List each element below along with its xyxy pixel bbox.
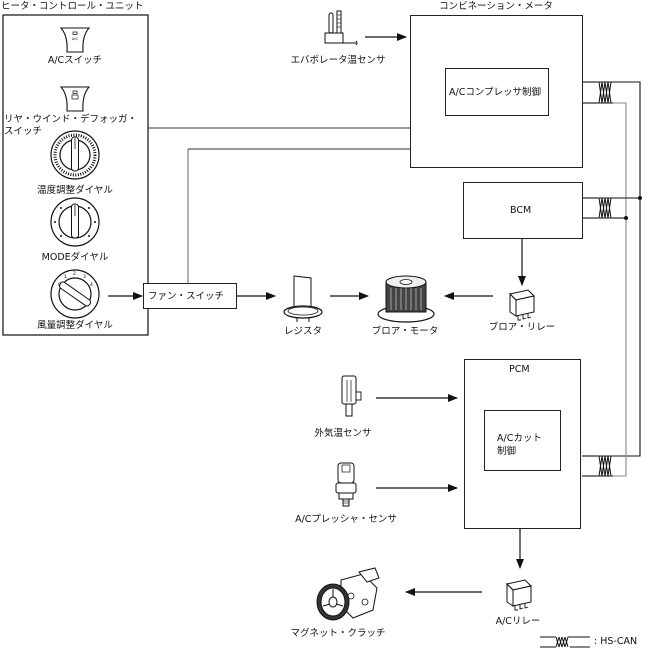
- heater-control-unit-box: [2, 14, 149, 336]
- bcm-label: BCM: [510, 205, 532, 216]
- rear-defogger-switch-label-2: スイッチ: [4, 126, 43, 137]
- combination-meter-box: [410, 15, 583, 168]
- ac-relay-icon: [506, 579, 532, 611]
- resistor-icon: [283, 275, 323, 322]
- svg-text:3: 3: [83, 274, 86, 280]
- temperature-dial-icon: [50, 130, 100, 180]
- ambient-temp-sensor-icon: [341, 375, 362, 417]
- ac-compressor-control-label: A/Cコンプレッサ制御: [449, 87, 542, 98]
- ac-pressure-sensor-label: A/Cプレッシャ・センサ: [295, 514, 397, 525]
- ac-compressor-control-box: [445, 68, 549, 116]
- svg-text:4: 4: [90, 282, 93, 288]
- svg-text:0: 0: [58, 282, 61, 288]
- resistor-label: レジスタ: [283, 326, 323, 337]
- temperature-dial-label: 温度調整ダイヤル: [37, 185, 113, 196]
- blower-relay-label: ブロア・リレー: [488, 322, 556, 333]
- ac-pressure-sensor-icon: [335, 462, 357, 507]
- ac-cut-control-label-2: 制御: [497, 446, 517, 457]
- combination-meter-title: コンビネーション・メータ: [439, 1, 553, 12]
- ac-switch-icon: A/C: [59, 27, 91, 53]
- bcm-box: [463, 182, 583, 239]
- blower-motor-icon: [377, 275, 435, 323]
- heater-control-unit-title: ヒータ・コントロール・ユニット: [1, 1, 144, 12]
- ac-cut-control-label-1: A/Cカット: [497, 433, 542, 444]
- svg-text:2: 2: [73, 271, 76, 277]
- twisted-pair-icon: [597, 455, 613, 477]
- mode-dial-icon: [50, 197, 100, 247]
- magnet-clutch-icon: [316, 567, 380, 621]
- fan-switch-label: ファン・スイッチ: [148, 291, 225, 302]
- twisted-pair-icon: [597, 81, 613, 104]
- hs-can-bus: [582, 81, 641, 477]
- blower-relay-icon: [509, 289, 535, 321]
- svg-text:1: 1: [64, 274, 67, 280]
- mode-dial-label: MODEダイヤル: [41, 252, 109, 263]
- junction-dot: [638, 196, 642, 200]
- fan-switch-box: [143, 283, 237, 309]
- fan-speed-dial-icon: 0 1 2 3 4: [50, 269, 100, 319]
- fan-speed-dial-label: 風量調整ダイヤル: [37, 320, 113, 331]
- rear-defogger-switch-icon: [59, 86, 91, 112]
- ac-cut-control-box: [484, 410, 561, 471]
- legend-hs-can-label: : HS-CAN: [594, 636, 638, 647]
- ambient-temp-sensor-label: 外気温センサ: [314, 428, 372, 439]
- pcm-box: [464, 359, 581, 529]
- ac-relay-label: A/Cリレー: [495, 616, 541, 627]
- rear-defogger-switch-label-1: リヤ・ウインド・デフォッガ・: [4, 114, 138, 125]
- pcm-title: PCM: [509, 364, 530, 375]
- evaporator-sensor-icon: [324, 10, 358, 46]
- evaporator-sensor-label: エバポレータ温センサ: [290, 55, 386, 66]
- junction-dot: [624, 216, 628, 220]
- twisted-pair-icon: [597, 197, 613, 219]
- blower-motor-label: ブロア・モータ: [371, 326, 439, 337]
- magnet-clutch-label: マグネット・クラッチ: [290, 628, 386, 639]
- legend-hs-can-symbol: [540, 636, 590, 648]
- ac-switch-label: A/Cスイッチ: [47, 55, 103, 66]
- svg-text:A/C: A/C: [72, 37, 79, 41]
